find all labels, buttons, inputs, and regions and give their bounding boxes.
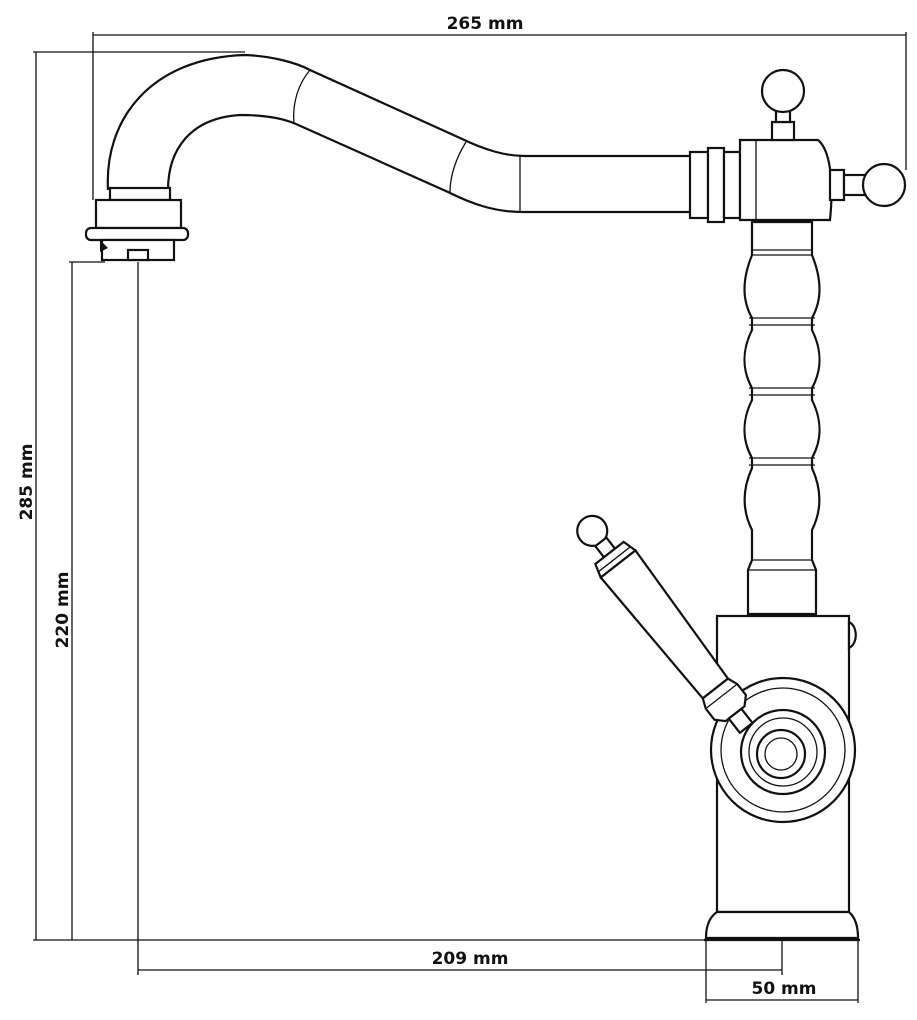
- lever-grip: [599, 548, 730, 700]
- aerator-flange: [84, 226, 190, 242]
- spout-outer-edge: [106, 53, 695, 191]
- rosette-hub-inner: [764, 737, 798, 771]
- side-knob-ball: [861, 162, 907, 208]
- base-label: 50 mm: [751, 979, 816, 999]
- lever-stem: [727, 707, 755, 735]
- mixer-body: [704, 614, 860, 942]
- lever-ferrule-ring: [705, 683, 738, 710]
- aerator-outlet: [126, 248, 150, 262]
- lever-cap-ring: [598, 546, 631, 573]
- spout-joint-1: [292, 69, 311, 125]
- spout-joint-2: [449, 141, 467, 193]
- spout-height-label: 220 mm: [53, 572, 73, 649]
- dimension-lines: [33, 32, 907, 1003]
- width-label: 265 mm: [447, 14, 524, 34]
- top-knob-ball: [760, 68, 806, 114]
- rosette-ring-3: [748, 717, 818, 787]
- collar-ring-2: [706, 146, 726, 224]
- width-label-bg: [440, 12, 528, 32]
- spout: [84, 53, 695, 262]
- lever-handle: [576, 514, 755, 735]
- side-knob-stem: [828, 168, 846, 202]
- head-body: [738, 138, 833, 222]
- rosette-ring-1: [720, 687, 846, 813]
- rosette-ring-2: [739, 708, 827, 796]
- rosette-hub: [755, 728, 807, 780]
- aerator-mark: [100, 240, 108, 252]
- mixer-side-pin: [847, 620, 857, 650]
- faucet-base: [704, 910, 860, 940]
- aerator-ring-top: [108, 186, 172, 202]
- collar-ring-3: [722, 150, 742, 220]
- column-body: [743, 220, 821, 616]
- spout-inner-edge: [166, 113, 695, 214]
- faucet-head: [688, 68, 907, 224]
- aerator-nut: [94, 198, 183, 230]
- column: [743, 220, 821, 616]
- collar-ring-1: [688, 150, 710, 220]
- total-height-label: 285 mm: [17, 444, 37, 521]
- reach-label: 209 mm: [432, 949, 509, 969]
- lever-ferrule: [701, 677, 748, 723]
- dimension-labels: 265 mm 285 mm 220 mm 209 mm 50 mm: [17, 12, 817, 999]
- top-knob-stem: [770, 120, 796, 142]
